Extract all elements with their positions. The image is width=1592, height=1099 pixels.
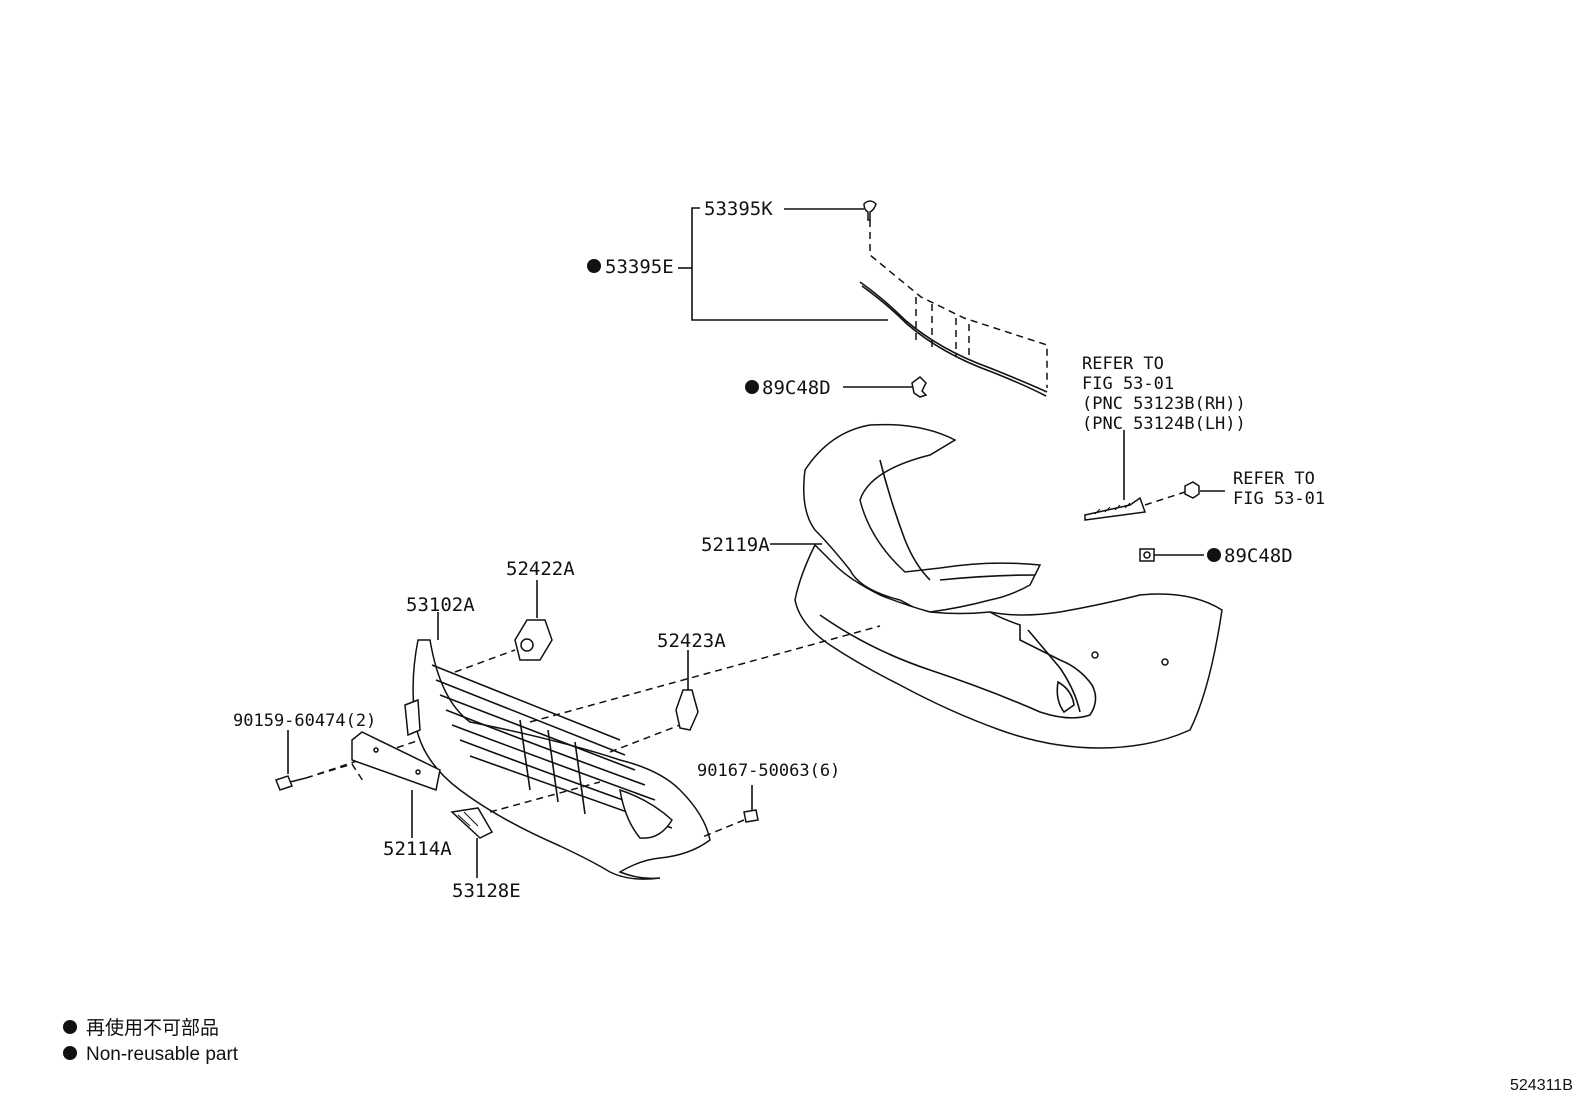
bumper-cover-52119A <box>770 423 1223 749</box>
liner-clip-dash <box>1144 491 1186 506</box>
bumper-lower-shell <box>794 543 1223 749</box>
dash-52422A <box>454 649 516 673</box>
refer1-line2: FIG 53-01 <box>1082 374 1174 394</box>
label-53128E: 53128E <box>452 880 521 902</box>
nonreusable-dot-89C48D-right <box>1207 548 1221 562</box>
bracket-52423A <box>529 625 881 753</box>
bolt-90159-shank <box>289 777 307 783</box>
refer1-line3: (PNC 53123B(RH)) <box>1082 394 1246 414</box>
refer2-line1: REFER TO <box>1233 469 1315 489</box>
dash-52423A <box>609 724 681 753</box>
molding-strip <box>859 281 1048 393</box>
label-89C48D-top: 89C48D <box>762 377 831 399</box>
clip-89C48D-right <box>1139 548 1204 562</box>
bumper-upper-shell <box>803 423 1042 613</box>
molding-guide <box>869 220 1048 388</box>
dash-90167 <box>699 819 745 839</box>
plate-52114A <box>351 731 441 838</box>
clip-53395K <box>863 200 877 221</box>
bumper-headlamp-lower <box>939 574 1036 581</box>
clip-89C48D-right-hole <box>1143 551 1151 559</box>
garnish-53128E <box>450 781 601 878</box>
lower-grille-53102A <box>404 612 711 880</box>
plate-hole-2 <box>415 769 421 775</box>
label-90167: 90167-50063(6) <box>697 761 840 781</box>
plate-52114A-shape <box>351 731 441 791</box>
bracket-52422A <box>454 580 553 673</box>
bracket-52423A-shape <box>675 689 699 731</box>
grille-vertical-bars <box>519 719 586 815</box>
liner-hatch <box>1094 502 1131 515</box>
bracket-52422A-shape <box>514 619 553 661</box>
bracket-52422A-hole <box>520 638 534 652</box>
plate-hole-1 <box>373 747 379 753</box>
screw-90167-head <box>743 809 759 823</box>
molding-strip-edge <box>861 285 1047 397</box>
grille-slats <box>431 664 673 829</box>
refer2-line2: FIG 53-01 <box>1233 489 1325 509</box>
leader-53395-bracket <box>691 207 888 321</box>
legend-en: Non-reusable part <box>86 1044 239 1065</box>
clip-89C48D-top-shape <box>911 376 928 398</box>
screw-90167 <box>699 785 759 839</box>
nonreusable-dot-53395E <box>587 259 601 273</box>
molding-guide-ticks <box>915 297 970 360</box>
clip-refer2 <box>1184 481 1200 499</box>
bolt-90159-head <box>275 775 293 791</box>
label-90159: 90159-60474(2) <box>233 711 376 731</box>
refer1-line1: REFER TO <box>1082 354 1164 374</box>
clip-89C48D-top <box>843 376 928 398</box>
molding-group <box>678 200 1048 397</box>
label-53102A: 53102A <box>406 594 475 616</box>
label-52422A: 52422A <box>506 558 575 580</box>
label-52423A: 52423A <box>657 630 726 652</box>
liner-piece-shape <box>1084 496 1147 521</box>
garnish-53128E-shape <box>450 807 494 839</box>
dash-grille-bumper <box>529 625 881 723</box>
label-52119A: 52119A <box>701 534 770 556</box>
grille-side-tab <box>404 698 421 737</box>
legend-dot-en <box>63 1046 77 1060</box>
label-89C48D-right: 89C48D <box>1224 545 1293 567</box>
figure-id: 524311B <box>1510 1077 1573 1094</box>
label-53395E: 53395E <box>605 256 674 278</box>
legend-jp: 再使用不可部品 <box>86 1017 219 1039</box>
nonreusable-dot-89C48D-top <box>745 380 759 394</box>
garnish-hatch <box>457 811 479 827</box>
bumper-grille-opening <box>819 611 1097 719</box>
liner-piece <box>1084 430 1225 521</box>
label-52114A: 52114A <box>383 838 452 860</box>
bumper-fog-hole <box>1056 680 1075 714</box>
bumper-headlamp-edge <box>879 459 931 581</box>
sensor-hole-1 <box>1091 651 1099 659</box>
refer1-line4: (PNC 53124B(LH)) <box>1082 414 1246 434</box>
label-53395K: 53395K <box>704 198 773 220</box>
sensor-hole-2 <box>1161 658 1169 666</box>
grille-fog-cutout <box>619 788 673 839</box>
legend-dot-jp <box>63 1020 77 1034</box>
bumper-fog-bezel <box>1027 629 1081 713</box>
